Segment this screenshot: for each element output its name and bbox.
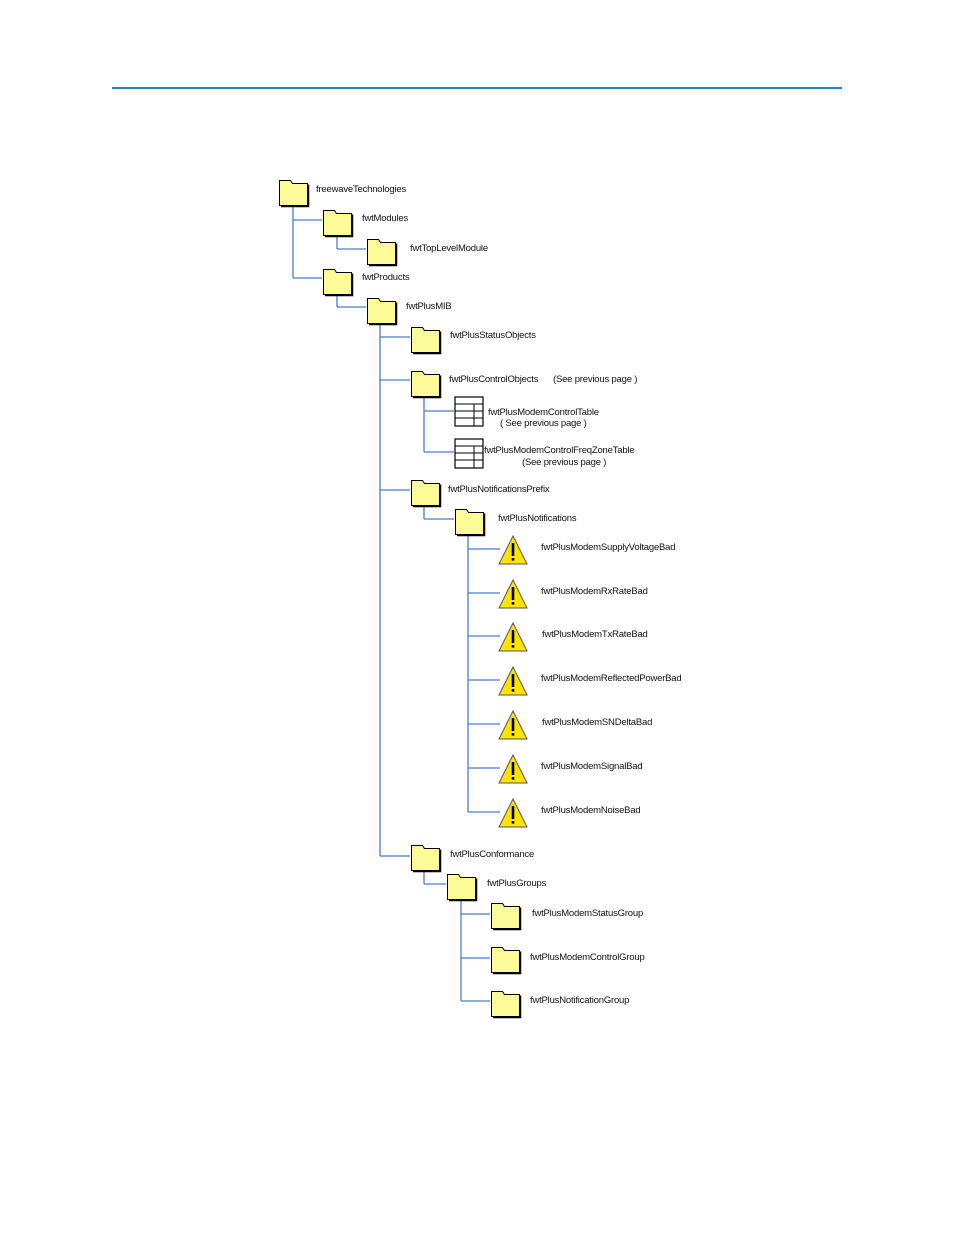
node-label: fwtTopLevelModule (410, 243, 488, 254)
node-label: fwtPlusModemStatusGroup (532, 908, 644, 919)
node-label: fwtPlusModemControlTable (488, 407, 599, 418)
node-label: fwtPlusModemReflectedPowerBad (541, 673, 682, 684)
folder-icon (490, 943, 522, 980)
node-label: fwtProducts (362, 272, 410, 283)
node-label: fwtPlusMIB (406, 301, 452, 312)
header-rule (112, 87, 842, 89)
node-label: fwtPlusConformance (450, 849, 535, 860)
folder-icon (278, 176, 310, 213)
node-label: fwtPlusModemTxRateBad (542, 629, 648, 640)
node-label: fwtPlusNotificationGroup (530, 995, 630, 1006)
node-label: fwtPlusGroups (487, 878, 547, 889)
warning-icon (498, 709, 528, 745)
folder-icon (322, 206, 354, 243)
folder-icon (410, 367, 442, 404)
node-label: fwtPlusModemSignalBad (541, 761, 643, 772)
node-label: freewaveTechnologies (316, 184, 407, 195)
warning-icon (498, 621, 528, 657)
folder-icon (410, 323, 442, 360)
node-label: fwtPlusNotificationsPrefix (448, 484, 550, 495)
node-label: fwtPlusStatusObjects (450, 330, 536, 341)
node-label: fwtPlusNotifications (498, 513, 577, 524)
folder-icon (454, 505, 486, 542)
warning-icon (498, 578, 528, 614)
node-label: fwtPlusModemRxRateBad (541, 586, 648, 597)
see-previous-page-note: (See previous page ) (522, 457, 607, 468)
folder-icon (446, 870, 478, 907)
node-label: fwtPlusModemSupplyVoltageBad (541, 542, 676, 553)
node-label: fwtPlusModemControlGroup (530, 952, 645, 963)
warning-icon (498, 534, 528, 570)
folder-icon (490, 899, 522, 936)
node-label: fwtModules (362, 213, 409, 224)
table-icon (454, 396, 485, 432)
see-previous-page-note: (See previous page ) (553, 374, 638, 385)
folder-icon (366, 235, 398, 272)
warning-icon (498, 753, 528, 789)
warning-icon (498, 665, 528, 701)
node-label: fwtPlusModemSNDeltaBad (542, 717, 653, 728)
warning-icon (498, 797, 528, 833)
folder-icon (410, 476, 442, 513)
folder-icon (322, 265, 354, 302)
folder-icon (490, 987, 522, 1024)
folder-icon (366, 294, 398, 331)
node-label: fwtPlusModemNoiseBad (541, 805, 641, 816)
node-label: fwtPlusModemControlFreqZoneTable (484, 445, 635, 456)
folder-icon (410, 841, 442, 878)
node-label: fwtPlusControlObjects (449, 374, 539, 385)
table-icon (454, 438, 485, 474)
see-previous-page-note: ( See previous page ) (500, 418, 587, 429)
